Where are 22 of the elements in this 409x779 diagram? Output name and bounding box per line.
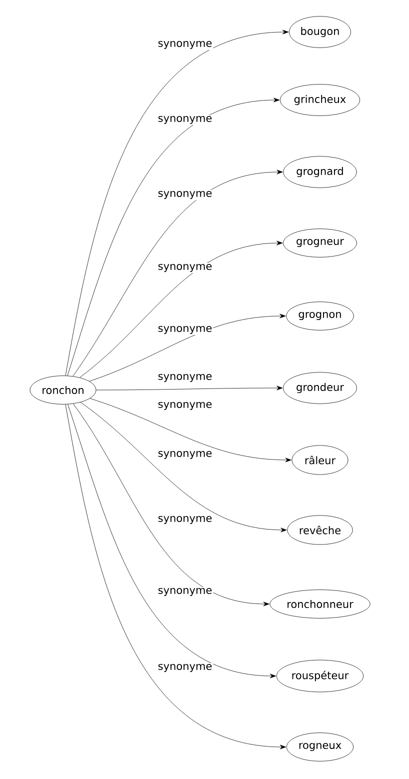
arrow [67,98,280,376]
arrow [65,30,289,376]
edge-label: synonyme [156,400,214,412]
arrow [72,170,283,376]
edge-label: synonyme [156,190,214,200]
edge-label: synonyme [156,114,214,126]
arrow [90,398,292,462]
arrow [68,404,276,678]
edge-label: synonyme [156,40,214,50]
edge-label: synonyme [156,586,214,598]
arrow [72,404,270,606]
edge-label: synonyme [156,262,214,274]
arrow [80,240,283,378]
edge-label: synonyme [156,450,214,460]
edge-label: synonyme [156,662,214,674]
arrow [65,404,286,750]
edge-label: synonyme [156,514,214,526]
arrow [89,314,286,382]
edge-label: synonyme [156,324,214,336]
edge-label: synonyme [156,372,214,384]
arrow [80,402,287,532]
arrow [96,386,283,390]
